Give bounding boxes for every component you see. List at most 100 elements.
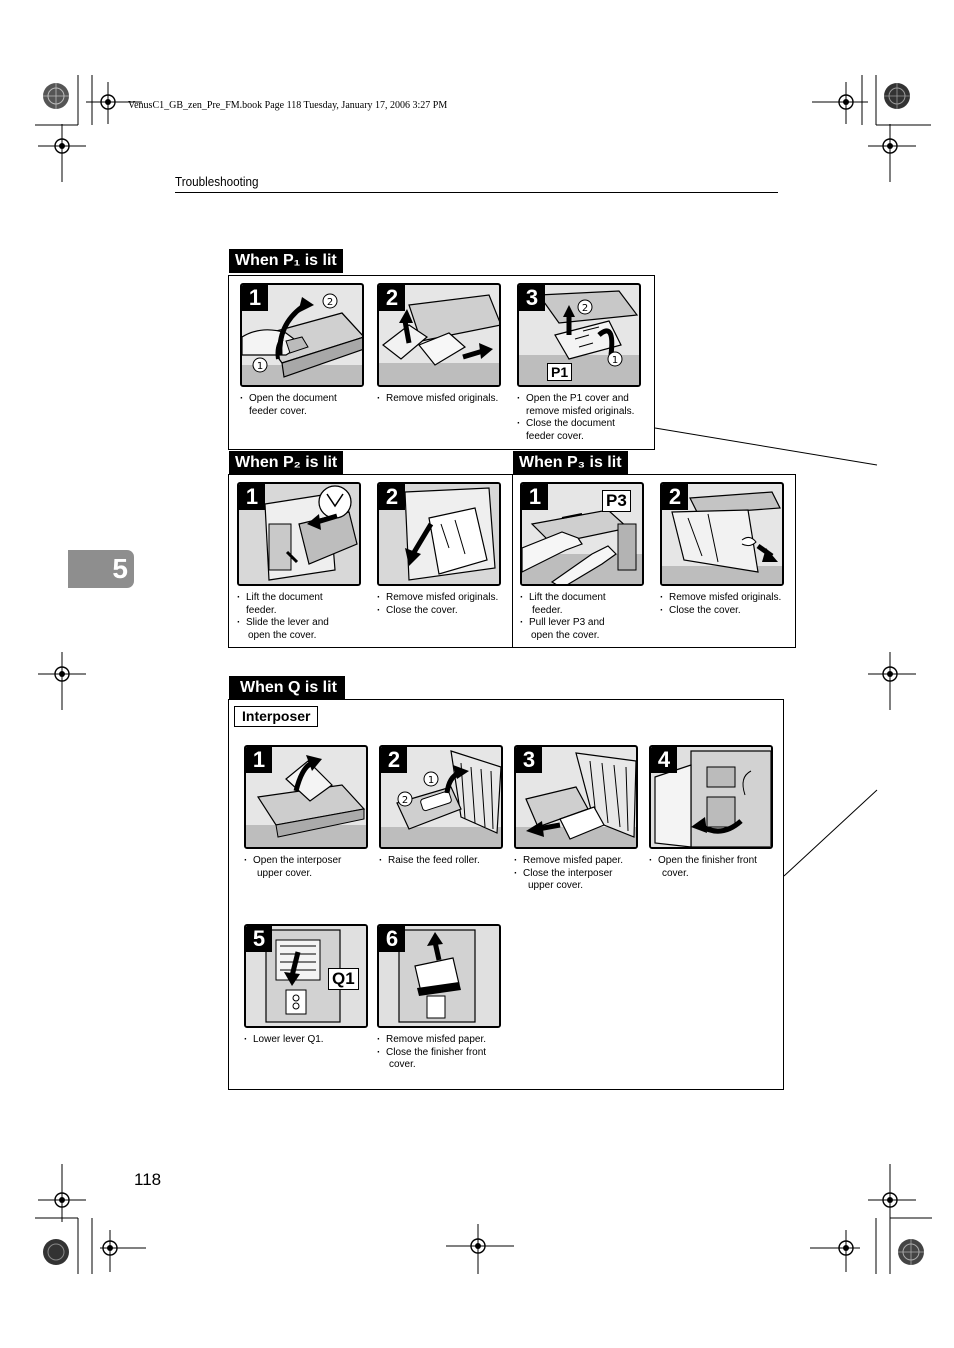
p3-step2-illustration: 2 (660, 482, 784, 586)
step-captions: Open the document feeder cover. (240, 393, 380, 418)
p2-step2-illustration: 2 (377, 482, 501, 586)
step-number: 3 (519, 285, 545, 311)
step-number: 1 (242, 285, 268, 311)
p1-step: 2 Remove misfed originals. (377, 283, 517, 406)
caption-bullet: Open the interposer (244, 855, 384, 868)
caption-bullet: Remove misfed paper. (514, 855, 654, 868)
caption-line: feeder. (246, 604, 277, 616)
crop-mark-top-left (30, 70, 140, 190)
caption-line: remove misfed originals. (526, 405, 635, 417)
caption-line: feeder cover. (526, 430, 584, 442)
registration-mark-bottom-center (446, 1222, 516, 1278)
q-step4-illustration: 4 (649, 745, 773, 849)
caption-bullet: Close the cover. (377, 605, 517, 618)
q-step: 6 Remove misfed paper. Close the finishe… (377, 924, 517, 1072)
caption-bullet: Raise the feed roller. (379, 855, 519, 868)
p1-step: 1 1 2 Open the document feeder cover. (240, 283, 380, 418)
header-rule (175, 192, 778, 193)
q-step: 1 Open the interposer upper cover. (244, 745, 384, 880)
caption-bullet: Close the cover. (660, 605, 800, 618)
p1-step1-illustration: 1 1 2 (240, 283, 364, 387)
p1-step3-illustration: 3 P1 2 1 (517, 283, 641, 387)
p3-label: When P₃ is lit (513, 451, 628, 475)
q1-lever-label: Q1 (328, 968, 359, 990)
caption-bullet: Close the interposer (514, 868, 654, 881)
p3-step: 1 P3 Lift the document feeder. Pull leve… (520, 482, 660, 642)
caption-bullet: Open the finisher front (649, 855, 789, 868)
p3-step1-illustration: 1 P3 (520, 482, 644, 586)
caption-line: upper cover. (528, 880, 584, 891)
caption-line: feeder cover. (249, 405, 307, 417)
caption-bullet: Remove misfed originals. (377, 592, 517, 605)
crop-mark-bottom-right (806, 1210, 936, 1280)
step-captions: Open the finisher front cover. (649, 855, 789, 880)
p3-lever-label: P3 (602, 490, 631, 512)
q-step5-illustration: 5 Q1 (244, 924, 368, 1028)
caption-bullet: Remove misfed paper. (377, 1034, 517, 1047)
registration-mark-left-upper (38, 124, 88, 184)
step-captions: Remove misfed originals. (377, 393, 517, 406)
svg-text:2: 2 (582, 303, 588, 314)
svg-text:1: 1 (257, 361, 263, 372)
caption-line: upper cover. (257, 867, 313, 879)
caption-bullet: Lift the document (520, 592, 660, 605)
registration-mark-right-middle (866, 652, 916, 712)
step-captions: Open the P1 cover and remove misfed orig… (517, 393, 657, 443)
section-title: Troubleshooting (175, 174, 259, 189)
p1-lever-label: P1 (547, 363, 573, 381)
p2-step: 1 Lift the document feeder. Slide the le… (237, 482, 377, 642)
caption-bullet: Open the document (240, 393, 380, 406)
caption-bullet: Lift the document (237, 592, 377, 605)
registration-mark-left-lower (38, 1164, 88, 1224)
q-step: 3 Remove misfed paper. Close the interpo… (514, 745, 654, 893)
chapter-tab: 5 (68, 550, 134, 588)
caption-bullet: Remove misfed originals. (660, 592, 800, 605)
caption-bullet: Open the P1 cover and (517, 393, 657, 406)
q-label: When Q is lit (229, 676, 345, 700)
caption-bullet: Pull lever P3 and (520, 617, 660, 630)
svg-text:2: 2 (402, 795, 408, 806)
step-captions: Remove misfed originals. Close the cover… (377, 592, 517, 617)
step-number: 1 (522, 484, 548, 510)
step-number: 6 (379, 926, 405, 952)
step-number: 4 (651, 747, 677, 773)
q-step: 2 1 2 Raise the feed roller. (379, 745, 519, 868)
p1-label: When P₁ is lit (229, 249, 343, 273)
p1-step2-illustration: 2 (377, 283, 501, 387)
p1-step: 3 P1 2 1 Open the P1 cover and remove mi… (517, 283, 657, 443)
step-captions: Remove misfed originals. Close the cover… (660, 592, 800, 617)
step-number: 1 (246, 747, 272, 773)
p2-step: 2 Remove misfed originals. Close the cov… (377, 482, 517, 617)
svg-text:1: 1 (612, 355, 618, 366)
interposer-label: Interposer (234, 706, 319, 727)
step-captions: Remove misfed paper. Close the finisher … (377, 1034, 517, 1072)
step-captions: Lift the document feeder. Pull lever P3 … (520, 592, 660, 642)
p2-step1-illustration: 1 (237, 482, 361, 586)
q-step2-illustration: 2 1 2 (379, 745, 503, 849)
step-captions: Remove misfed paper. Close the interpose… (514, 855, 654, 893)
step-captions: Raise the feed roller. (379, 855, 519, 868)
step-number: 3 (516, 747, 542, 773)
q-step: 4 Open the finisher front cover. (649, 745, 789, 880)
step-number: 2 (379, 484, 405, 510)
caption-bullet: Lower lever Q1. (244, 1034, 384, 1047)
step-number: 1 (239, 484, 265, 510)
svg-text:1: 1 (428, 775, 434, 786)
q-step: 5 Q1 Lower lever Q1. (244, 924, 384, 1047)
caption-bullet: Remove misfed originals. (377, 393, 517, 406)
q-step6-illustration: 6 (377, 924, 501, 1028)
crop-mark-bottom-left (30, 1210, 150, 1280)
step-number: 2 (379, 285, 405, 311)
crop-mark-top-right (836, 70, 946, 190)
step-captions: Lift the document feeder. Slide the leve… (237, 592, 377, 642)
caption-line: feeder. (532, 604, 563, 616)
q-step1-illustration: 1 (244, 745, 368, 849)
registration-mark-right-lower (866, 1164, 916, 1224)
step-number: 2 (381, 747, 407, 773)
step-number: 2 (662, 484, 688, 510)
file-info: VenusC1_GB_zen_Pre_FM.book Page 118 Tues… (128, 100, 448, 111)
step-captions: Lower lever Q1. (244, 1034, 384, 1047)
p2-label: When P₂ is lit (229, 451, 344, 475)
svg-text:2: 2 (327, 297, 333, 308)
